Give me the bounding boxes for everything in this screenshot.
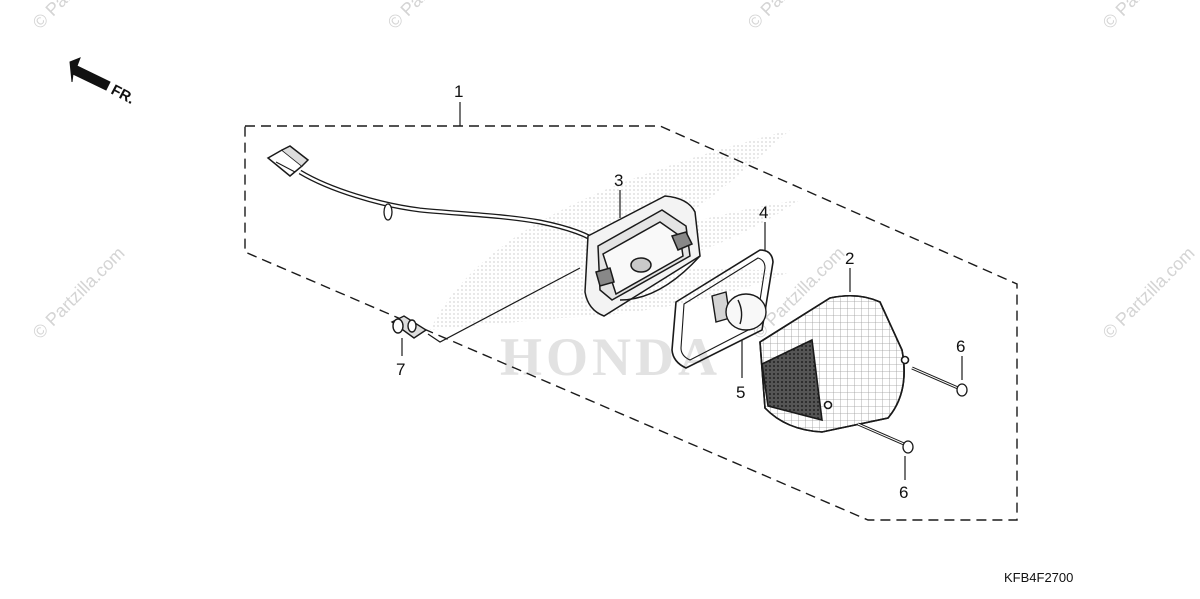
- callout-5: 5: [736, 383, 745, 402]
- callout-6: 6: [899, 483, 908, 502]
- watermark-text: © Partzilla.com: [29, 243, 129, 343]
- callout-3: 3: [614, 171, 623, 190]
- front-direction-indicator: FR.: [69, 57, 137, 108]
- lens-part-2: [759, 294, 910, 433]
- callout-2: 2: [845, 249, 854, 268]
- assembly-boundary: [244, 125, 1018, 521]
- watermark-text: © Partzilla.com: [384, 0, 484, 33]
- callout-4: 4: [759, 203, 768, 222]
- watermark-text: © Partzilla.com: [744, 0, 844, 33]
- callout-7: 7: [396, 360, 405, 379]
- connector-icon: [266, 145, 310, 177]
- diagram-code: KFB4F2700: [1004, 570, 1073, 585]
- front-arrow-icon: [69, 57, 111, 91]
- watermark-text: © Partzilla.com: [29, 0, 129, 33]
- wire-harness: [266, 145, 602, 247]
- watermark-text: © Partzilla.com: [1099, 243, 1199, 343]
- screw-part-6: [911, 366, 968, 397]
- watermark-text: © Partzilla.com: [1099, 0, 1199, 33]
- brand-watermark: HONDA: [500, 327, 721, 387]
- leader-lines: [401, 102, 963, 480]
- lamp-base-part-3: [584, 195, 701, 317]
- front-label: FR.: [108, 82, 137, 108]
- screw-part-6: [857, 422, 914, 454]
- bulb-part-5: [711, 291, 767, 331]
- grommet-part-7: [390, 315, 428, 339]
- callout-6: 6: [956, 337, 965, 356]
- callout-1: 1: [454, 82, 463, 101]
